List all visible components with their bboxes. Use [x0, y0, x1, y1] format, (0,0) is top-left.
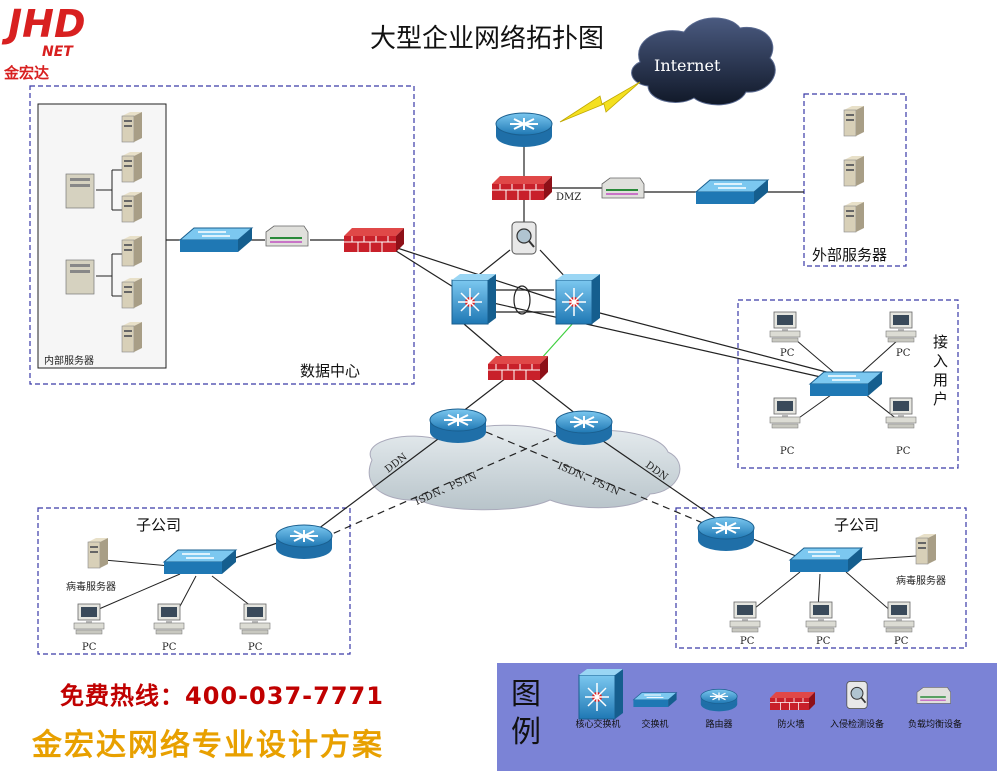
branch-right-zone — [675, 507, 967, 649]
dmz-firewall — [491, 175, 553, 201]
branch-right-pc-3 — [883, 601, 915, 633]
datacenter-zone — [29, 85, 415, 385]
branch-left-router — [275, 524, 333, 560]
branch-left-pc-1 — [73, 603, 105, 635]
branch-right-switch — [789, 547, 863, 573]
branch-left-virus-server — [87, 537, 109, 569]
access-pc-3 — [769, 397, 801, 429]
access-pc-4 — [885, 397, 917, 429]
branch-left-pc-2 — [153, 603, 185, 635]
pc-label: PC — [896, 446, 911, 457]
access-pc-1 — [769, 311, 801, 343]
slogan: 金宏达网络专业设计方案 — [32, 728, 384, 763]
legend-title-1: 图 — [511, 677, 541, 712]
access-users-label: 接入用户 — [931, 334, 949, 410]
access-users-zone — [737, 299, 959, 469]
branch-left-pc-3 — [239, 603, 271, 635]
access-pc-2 — [885, 311, 917, 343]
branch-right-pc-2 — [805, 601, 837, 633]
external-server-2 — [843, 155, 865, 187]
logo-main: JHD — [8, 2, 86, 46]
external-servers-zone — [803, 93, 907, 267]
branch-left-label: 子公司 — [136, 516, 182, 534]
pc-label: PC — [894, 636, 909, 647]
internal-servers-label: 内部服务器 — [44, 356, 94, 367]
logo-sub: NET — [42, 44, 73, 60]
branch-right-label: 子公司 — [834, 516, 880, 534]
dmz-switch — [695, 179, 769, 205]
dmz-label: DMZ — [556, 192, 582, 203]
branch-left-zone — [37, 507, 351, 655]
datacenter-load-balancer — [265, 225, 309, 247]
pc-label: PC — [740, 636, 755, 647]
internal-server-2 — [121, 151, 143, 183]
legend-firewall-icon — [769, 691, 816, 711]
internal-server-4 — [121, 235, 143, 267]
legend-ids-icon — [845, 680, 869, 710]
branch-left-switch — [163, 549, 237, 575]
pc-label: PC — [248, 642, 263, 653]
datacenter-label: 数据中心 — [300, 362, 361, 380]
legend-core-switch-icon — [578, 668, 624, 720]
external-server-3 — [843, 201, 865, 233]
virus-server-left-label: 病毒服务器 — [66, 582, 116, 593]
branch-right-router — [697, 516, 755, 552]
pc-label: PC — [816, 636, 831, 647]
dmz-load-balancer — [601, 177, 645, 199]
access-switch — [809, 371, 883, 397]
pc-label: PC — [780, 348, 795, 359]
legend-label-load-balancer: 负载均衡设备 — [907, 720, 962, 730]
hotline: 免费热线：400-037-7771 — [60, 682, 384, 710]
external-servers-label: 外部服务器 — [812, 246, 888, 264]
external-server-1 — [843, 105, 865, 137]
virus-server-right-label: 病毒服务器 — [896, 576, 946, 587]
legend-title-2: 例 — [511, 715, 541, 750]
internal-server-5 — [121, 277, 143, 309]
internal-server-tower-1 — [65, 173, 95, 209]
internal-server-6 — [121, 321, 143, 353]
wan-router-right — [555, 410, 613, 446]
lightning-icon — [559, 81, 641, 123]
inner-firewall — [487, 355, 549, 381]
pc-label: PC — [162, 642, 177, 653]
internal-server-3 — [121, 191, 143, 223]
legend-load-balancer-icon — [916, 686, 952, 705]
internal-server-1 — [121, 111, 143, 143]
legend-label-core: 核心交换机 — [575, 720, 621, 730]
legend-label-ids: 入侵检测设备 — [829, 720, 884, 730]
datacenter-firewall — [343, 227, 405, 253]
branch-right-virus-server — [915, 533, 937, 565]
legend-label-switch: 交换机 — [641, 720, 669, 730]
pc-label: PC — [82, 642, 97, 653]
internet-label: Internet — [654, 56, 721, 75]
ids-device — [511, 221, 537, 255]
internal-servers-box — [37, 103, 167, 369]
legend: 图 例 核心交换机 交换机 路由器 防火墙 入侵检测设备 负载均衡设备 — [497, 663, 997, 771]
internal-server-tower-2 — [65, 259, 95, 295]
pc-label: PC — [896, 348, 911, 359]
core-switch-right — [555, 273, 601, 325]
wan-router-left — [429, 408, 487, 444]
pc-label: PC — [780, 446, 795, 457]
branch-right-pc-1 — [729, 601, 761, 633]
internet-cloud — [631, 17, 776, 106]
legend-router-icon — [700, 688, 738, 712]
legend-label-firewall: 防火墙 — [777, 720, 805, 730]
legend-switch-icon — [632, 692, 678, 708]
internet-router — [495, 112, 553, 148]
legend-label-router: 路由器 — [705, 720, 733, 730]
core-switch-left — [451, 273, 497, 325]
diagram-title: 大型企业网络拓扑图 — [370, 24, 605, 54]
logo-cn: 金宏达 — [4, 64, 50, 82]
datacenter-switch — [179, 227, 253, 253]
